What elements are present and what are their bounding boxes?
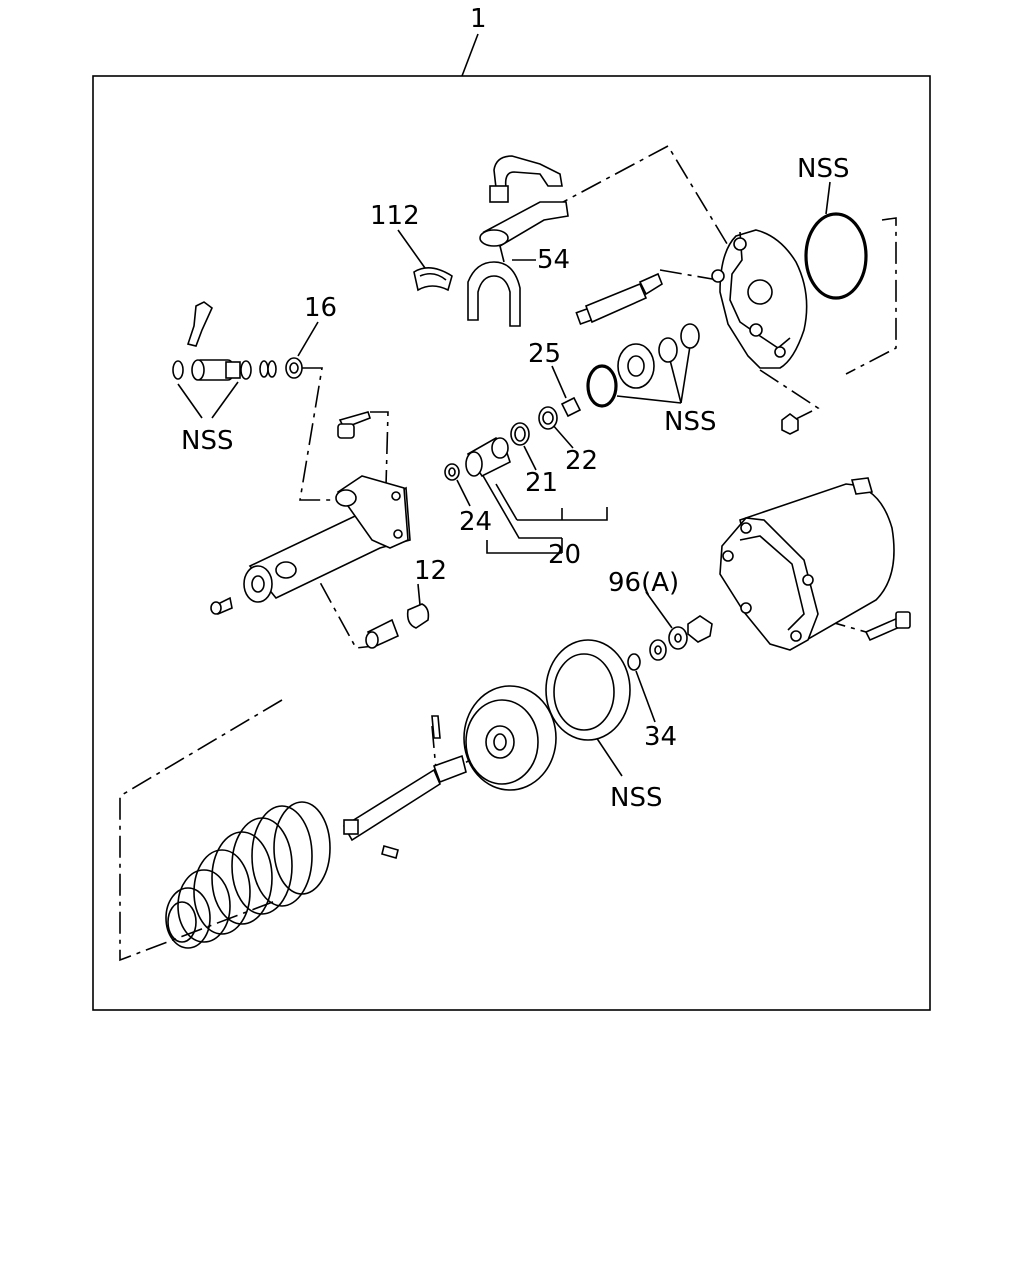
part-112-clip [413, 267, 453, 292]
label-20: 20 [548, 540, 581, 570]
part-motor-housing [719, 477, 895, 651]
label-112: 112 [370, 201, 420, 231]
part-nss-seal-large [545, 639, 631, 741]
part-16-fitting-group [172, 301, 303, 381]
label-22: 22 [565, 446, 598, 476]
label-nss-top-right: NSS [797, 154, 849, 184]
label-nss-left: NSS [181, 426, 233, 456]
part-pump-body [210, 411, 411, 616]
part-12-cap [406, 603, 430, 629]
label-12: 12 [414, 556, 447, 586]
part-pulley [463, 685, 557, 791]
label-96a: 96(A) [608, 568, 679, 598]
label-assembly: 1 [470, 4, 487, 34]
label-21: 21 [525, 468, 558, 498]
assembly-leader [461, 33, 479, 77]
label-54: 54 [537, 245, 570, 275]
part-96a-washers [649, 615, 713, 661]
part-nss-oring-large [804, 212, 868, 300]
part-springs [165, 801, 331, 949]
part-pump-cover [711, 229, 808, 369]
label-nss-mid: NSS [664, 407, 716, 437]
assembly-frame [92, 75, 931, 1011]
part-housing-bolt [864, 611, 911, 642]
part-shaft [342, 715, 467, 859]
label-34: 34 [644, 722, 677, 752]
label-25: 25 [528, 339, 561, 369]
label-16: 16 [304, 293, 337, 323]
part-valve-rod [575, 272, 663, 326]
part-nss-seals-mid [586, 323, 700, 408]
label-nss-bottom: NSS [610, 783, 662, 813]
part-fitting-lower [365, 618, 400, 649]
part-54-fork [467, 155, 569, 327]
leader-lines [177, 181, 831, 777]
label-24: 24 [459, 507, 492, 537]
part-34-ring [627, 653, 641, 671]
part-20-valve-group [444, 396, 582, 481]
part-cover-nut [781, 413, 799, 435]
